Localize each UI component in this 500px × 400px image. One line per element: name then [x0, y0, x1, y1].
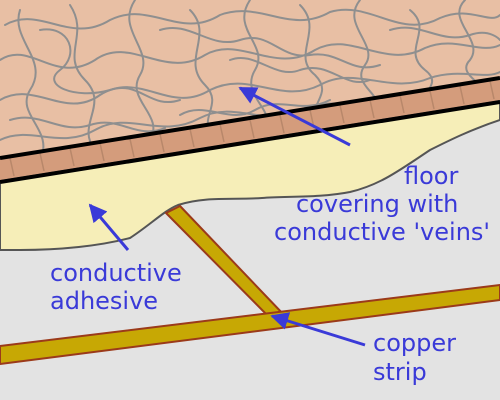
- label-adhesive: conductive adhesive: [50, 259, 189, 315]
- copper-strip-horizontal: [0, 284, 500, 365]
- backing-texture: [9, 80, 495, 177]
- label-copper: copper strip: [373, 329, 464, 386]
- arrow-floor-covering: [238, 86, 351, 147]
- adhesive-layer: [0, 98, 500, 251]
- label-adhesive-line-1: conductive: [50, 259, 182, 287]
- label-floor-covering: floor covering with conductive 'veins': [274, 162, 490, 246]
- label-floor-covering-line-2: covering with: [296, 190, 458, 218]
- label-floor-covering-line-1: floor: [404, 162, 458, 190]
- covering-bottom-line: [0, 100, 500, 184]
- arrow-copper: [270, 312, 366, 347]
- label-adhesive-line-2: adhesive: [50, 287, 158, 315]
- arrow-adhesive: [88, 203, 130, 251]
- callout-arrows: [88, 86, 366, 347]
- covering-top-line: [0, 76, 500, 160]
- label-copper-line-2: strip: [373, 358, 427, 386]
- label-copper-line-1: copper: [373, 329, 456, 357]
- label-floor-covering-line-3: conductive 'veins': [274, 218, 490, 246]
- floor-covering-backing: [0, 78, 500, 180]
